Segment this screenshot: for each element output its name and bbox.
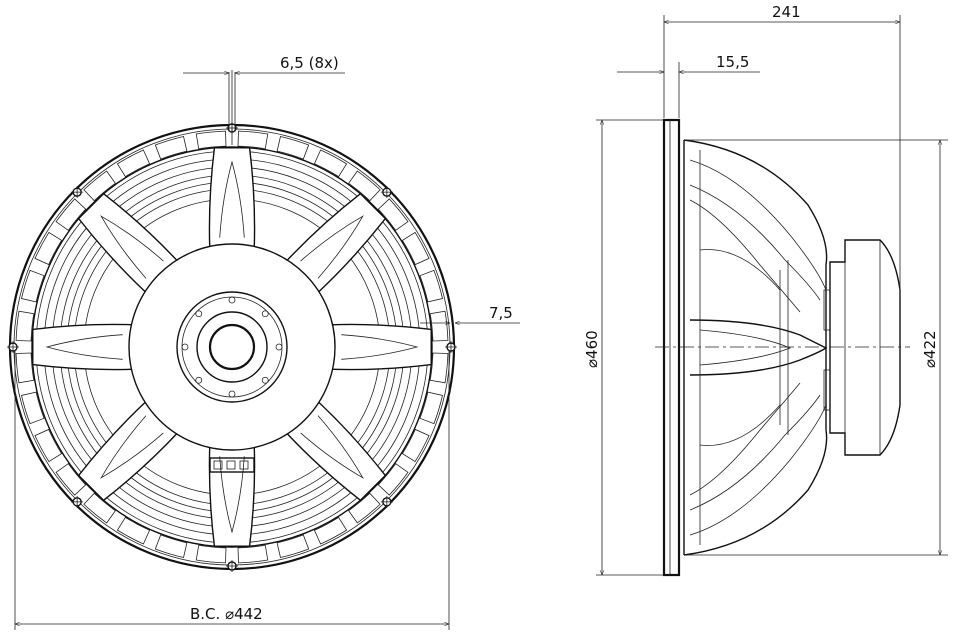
basket-spoke — [77, 192, 180, 295]
phase-plug-ring — [196, 311, 268, 383]
magnet-assembly — [829, 239, 901, 456]
terminal-block — [209, 457, 255, 473]
pole-screw — [228, 390, 236, 398]
frame-slot — [313, 149, 348, 178]
pole-screw — [261, 310, 269, 318]
frame-slot — [34, 428, 63, 463]
pole-screw — [195, 376, 203, 384]
front-view — [7, 70, 457, 572]
basket-spoke-inner — [100, 415, 164, 479]
frame-slot — [348, 492, 381, 524]
frame-slot — [429, 352, 449, 384]
dim-hole-diameter-label: 6,5 (8x) — [280, 54, 339, 72]
dim-cutout-diameter: ⌀422 — [684, 139, 948, 556]
frame-slots — [15, 130, 449, 564]
dim-flange-depth-label: 15,5 — [716, 53, 749, 71]
basket-spoke-inner — [219, 160, 245, 238]
frame-slot — [348, 170, 381, 202]
frame-slot — [154, 534, 188, 558]
dim-flange-front-label: 7,5 — [489, 304, 513, 322]
dim-cutout-diameter-label: ⌀422 — [921, 330, 939, 368]
magnet-cover — [128, 243, 336, 451]
frame-slot — [195, 130, 227, 150]
frame-slot — [15, 352, 35, 384]
flange — [662, 118, 681, 577]
frame-slot — [377, 463, 409, 496]
frame-slot — [237, 130, 269, 150]
basket-spoke — [284, 399, 387, 502]
frame-slot — [377, 198, 409, 231]
frame-slot — [34, 231, 63, 266]
pole-screw — [275, 343, 283, 351]
frame-slot — [195, 544, 227, 564]
basket-spoke-inner — [341, 334, 419, 360]
pole-screw — [181, 343, 189, 351]
frame-slot — [401, 231, 430, 266]
frame-slot — [401, 428, 430, 463]
vent-hole — [208, 323, 256, 371]
basket-spoke-inner — [219, 456, 245, 534]
frame-ring-3 — [31, 146, 433, 548]
frame-slot — [83, 170, 116, 202]
pole-screw — [195, 310, 203, 318]
dim-bolt-circle: B.C. ⌀442 — [14, 350, 450, 630]
frame-slot — [55, 463, 87, 496]
frame-slot — [55, 198, 87, 231]
frame-slot — [276, 534, 310, 558]
basket-spoke-inner — [300, 215, 364, 279]
pole-screw — [261, 376, 269, 384]
frame-slot — [21, 269, 45, 303]
frame-slot — [15, 310, 35, 342]
dim-outer-diameter: ⌀460 — [583, 119, 664, 576]
dim-overall-depth-label: 241 — [772, 3, 801, 21]
frame-slot — [419, 391, 443, 425]
frame-slot — [21, 391, 45, 425]
basket-spoke — [77, 399, 180, 502]
dim-outer-diameter-label: ⌀460 — [583, 330, 601, 368]
frame-slot — [83, 492, 116, 524]
frame-slot — [313, 516, 348, 545]
dim-flange-depth: 15,5 — [617, 53, 760, 118]
basket-spoke-inner — [300, 415, 364, 479]
dim-hole-diameter: 6,5 (8x) — [183, 54, 345, 130]
frame-slot — [237, 544, 269, 564]
dim-overall-depth: 241 — [663, 3, 901, 300]
basket-spoke-inner — [45, 334, 123, 360]
basket-outline — [683, 139, 828, 556]
frame-slot — [419, 269, 443, 303]
dim-flange-front: 7,5 — [420, 304, 520, 326]
pole-screws — [181, 296, 283, 398]
basket-spoke — [284, 192, 387, 295]
frame-slot — [116, 516, 151, 545]
frame-slot — [276, 136, 310, 160]
frame-slot — [429, 310, 449, 342]
basket-spoke-inner — [100, 215, 164, 279]
side-view — [655, 118, 910, 577]
dim-bolt-circle-label: B.C. ⌀442 — [190, 605, 263, 623]
pole-plate — [176, 291, 288, 403]
basket-spokes — [32, 147, 432, 547]
pole-screw — [228, 296, 236, 304]
frame-slot — [116, 149, 151, 178]
frame-slot — [154, 136, 188, 160]
